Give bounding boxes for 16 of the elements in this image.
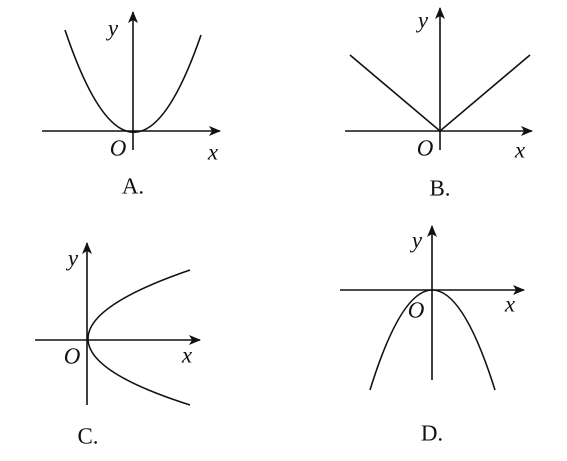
origin-label: O — [408, 298, 424, 322]
origin-label: O — [110, 136, 126, 160]
y-axis-label: y — [412, 228, 422, 252]
origin-label: O — [416, 136, 434, 160]
y-axis-label: y — [108, 16, 118, 40]
y-axis-label: y — [68, 246, 78, 270]
x-axis-label: x — [514, 138, 526, 162]
option-label: C. — [77, 424, 99, 448]
y-axis-label: y — [418, 8, 428, 32]
option-label: B. — [429, 176, 451, 200]
x-axis-label: x — [208, 140, 218, 164]
origin-label: O — [64, 344, 80, 368]
x-axis-label: x — [182, 344, 192, 366]
x-axis-label: x — [504, 292, 516, 316]
option-label: A. — [122, 174, 144, 198]
option-label: D. — [420, 422, 444, 444]
